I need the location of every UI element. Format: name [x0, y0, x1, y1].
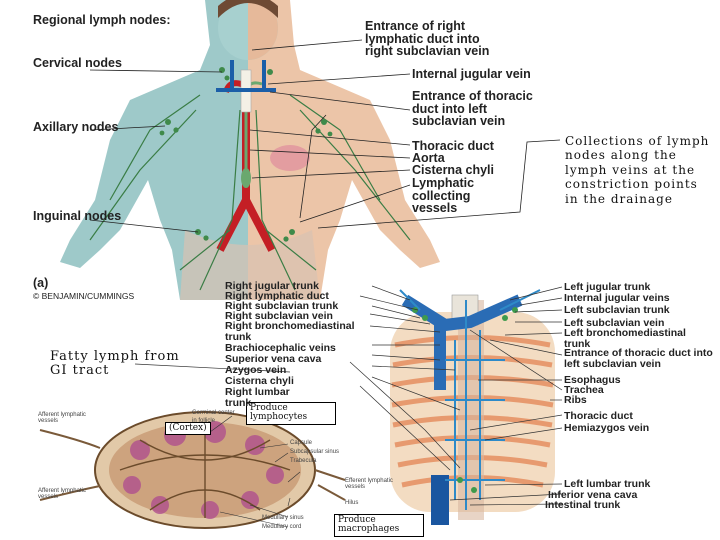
- label-afferent-1: Afferent lymphatic vessels: [38, 412, 98, 424]
- thorax-illustration: [390, 290, 555, 525]
- label-ribs: Ribs: [564, 395, 587, 406]
- label-left-lumbar-trunk: Left lumbar trunk: [564, 479, 650, 490]
- label-hemiazygos-vein: Hemiazygos vein: [564, 423, 649, 434]
- annotation-cortex: (Cortex): [165, 422, 211, 435]
- label-right-lymph-entrance: Entrance of right lymphatic duct into ri…: [365, 20, 495, 58]
- label-trabecula: Trabecula: [290, 458, 316, 464]
- label-efferent: Efferent lymphatic vessels: [345, 478, 400, 490]
- label-left-bronchomediastinal: Left bronchomediastinal trunk: [564, 328, 714, 349]
- label-axillary: Axillary nodes: [33, 121, 118, 134]
- label-medullary-sinus: Medullary sinus: [262, 515, 304, 521]
- label-left-jugular-trunk: Left jugular trunk: [564, 282, 650, 293]
- label-inguinal: Inguinal nodes: [33, 210, 121, 223]
- label-afferent-2: Afferent lymphatic vessels: [38, 488, 98, 500]
- annotation-collections: Collections of lymph nodes along the lym…: [565, 134, 715, 206]
- label-collecting-vessels: Lymphatic collecting vessels: [412, 177, 502, 215]
- label-germinal-center: Germinal center: [192, 410, 235, 416]
- label-cisterna-chyli-2: Cisterna chyli: [225, 376, 294, 387]
- label-thoracic-duct-entrance: Entrance of thoracic duct into left subc…: [564, 348, 714, 369]
- label-in-follicle: in follicle: [192, 418, 215, 424]
- label-right-lumbar-trunk: Right lumbar trunk: [225, 387, 305, 408]
- label-superior-vena-cava: Superior vena cava: [225, 354, 321, 365]
- credit-line: © BENJAMIN/CUMMINGS: [33, 292, 134, 301]
- label-brachiocephalic: Brachiocephalic veins: [225, 343, 336, 354]
- label-cervical: Cervical nodes: [33, 57, 122, 70]
- label-capsule: Capsule: [290, 440, 312, 446]
- panel-letter: (a): [33, 277, 48, 290]
- label-intestinal-trunk: Intestinal trunk: [545, 500, 620, 511]
- label-thoracic-entrance: Entrance of thoracic duct into left subc…: [412, 90, 542, 128]
- label-thoracic-duct-2: Thoracic duct: [564, 411, 633, 422]
- label-right-bronchomediastinal: Right bronchomediastinal trunk: [225, 321, 375, 342]
- annotation-produce-macrophages: Produce macrophages: [334, 514, 424, 537]
- label-cisterna-chyli: Cisterna chyli: [412, 164, 494, 177]
- regional-heading: Regional lymph nodes:: [33, 14, 171, 27]
- label-internal-jugular-veins: Internal jugular veins: [564, 293, 670, 304]
- label-azygos-vein: Azygos vein: [225, 365, 286, 376]
- label-left-subclavian-trunk: Left subclavian trunk: [564, 305, 670, 316]
- label-internal-jugular: Internal jugular vein: [412, 68, 531, 81]
- label-hilus: Hilus: [345, 500, 358, 506]
- label-subcapsular-sinus: Subcapsular sinus: [290, 449, 339, 455]
- annotation-fatty-lymph: Fatty lymph from GI tract: [50, 350, 200, 379]
- label-medullary-cord: Medullary cord: [262, 524, 301, 530]
